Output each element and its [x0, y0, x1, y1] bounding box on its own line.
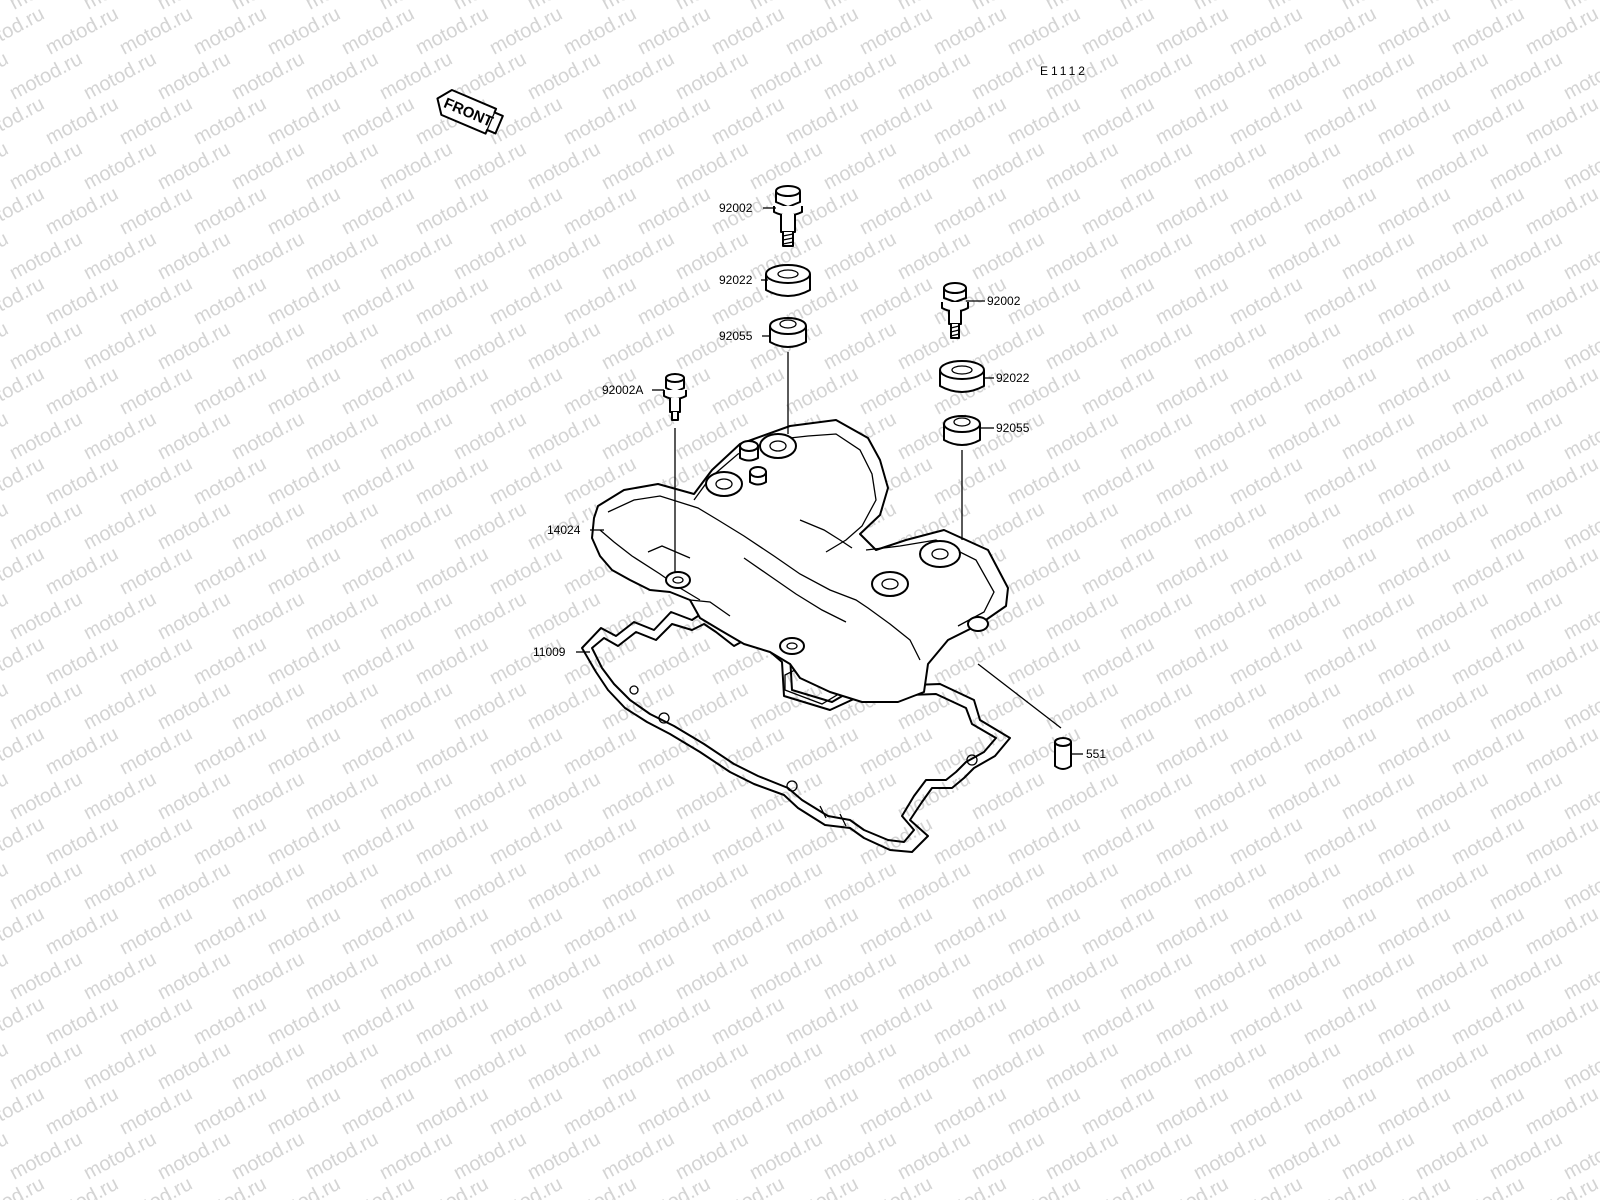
washer-upper-part	[769, 317, 807, 434]
cylinder-head-cover-part	[591, 419, 1009, 703]
part-label-washer-upper: 92055	[719, 329, 753, 343]
part-label-grommet-upper: 92022	[719, 273, 753, 287]
bolt-right-part	[941, 282, 969, 339]
part-label-dowel-pin: 551	[1086, 747, 1107, 761]
bolt-upper-part	[773, 185, 803, 247]
part-label-cylinder-head-cover: 14024	[547, 523, 581, 537]
washer-right-part	[943, 415, 981, 540]
dowel-pin-part	[977, 663, 1072, 770]
part-label-bolt-right: 92002	[987, 294, 1021, 308]
grommet-right-part	[939, 360, 985, 393]
part-label-bolt-left: 92002A	[602, 383, 644, 397]
part-label-gasket: 11009	[533, 645, 566, 659]
front-arrow-icon: FRONT	[436, 89, 504, 135]
part-label-washer-right: 92055	[996, 421, 1030, 435]
part-label-grommet-right: 92022	[996, 371, 1030, 385]
part-label-bolt-upper: 92002	[719, 201, 753, 215]
grommet-upper-part	[765, 264, 811, 297]
